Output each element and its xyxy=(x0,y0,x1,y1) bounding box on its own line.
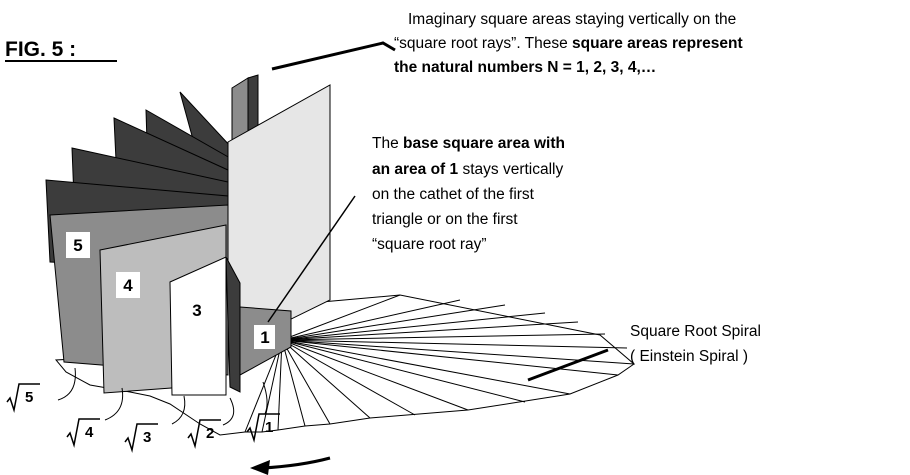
annotation-spiral-line-2: ( Einstein Spiral ) xyxy=(630,348,748,365)
annotation-middle-line-2: stays vertically xyxy=(458,161,563,178)
square-root-labels: 5 4 3 2 1 xyxy=(6,383,280,453)
square-label-3: 3 xyxy=(192,301,201,320)
label-box-4 xyxy=(116,272,140,298)
annotation-leaders xyxy=(267,41,609,382)
sqrt-5-value: 5 xyxy=(25,389,33,406)
annotation-spiral-line-1: Square Root Spiral xyxy=(630,323,761,340)
sqrt-3: 3 xyxy=(124,423,158,453)
svg-text:Imaginary square areas staying: Imaginary square areas staying verticall… xyxy=(408,11,736,28)
sqrt-2: 2 xyxy=(187,419,221,449)
annotation-middle-line-2-bold: an area of 1 xyxy=(372,161,459,178)
square-2 xyxy=(225,256,241,393)
annotation-top-line-1: Imaginary square areas staying verticall… xyxy=(408,11,736,28)
annotation-top-line-2: “square root rays”. These xyxy=(394,35,572,52)
square-label-4: 4 xyxy=(123,276,133,295)
root-leaders xyxy=(57,367,268,426)
annotation-middle-line-1-bold: base square area with xyxy=(403,135,565,152)
sqrt-3-value: 3 xyxy=(143,429,151,446)
sqrt-1: 1 xyxy=(246,413,280,443)
square-label-5: 5 xyxy=(73,236,82,255)
leader-base-square xyxy=(267,195,356,323)
sqrt-4-value: 4 xyxy=(85,424,94,441)
leader-spiral xyxy=(527,348,609,382)
sqrt-5: 5 xyxy=(6,383,40,413)
svg-text:The base square area with: The base square area with xyxy=(372,135,565,152)
annotation-top: Imaginary square areas staying verticall… xyxy=(394,11,743,76)
figure-label: FIG. 5 : xyxy=(5,38,76,61)
svg-text:“square root rays”. These squa: “square root rays”. These square areas r… xyxy=(394,35,743,52)
annotation-top-line-3: the natural numbers N = 1, 2, 3, 4,… xyxy=(394,59,656,76)
svg-text:an area of 1 stays vertically: an area of 1 stays vertically xyxy=(372,161,563,178)
square-number-labels: 5 4 3 1 xyxy=(66,232,275,349)
annotation-middle-line-3: on the cathet of the first xyxy=(372,186,535,203)
annotation-middle-line-4: triangle or on the first xyxy=(372,211,518,228)
sqrt-1-value: 1 xyxy=(265,419,273,436)
spiral-triangles xyxy=(54,294,635,436)
annotation-spiral: Square Root Spiral ( Einstein Spiral ) xyxy=(630,323,761,365)
rotation-arrow xyxy=(250,456,331,475)
sqrt-4: 4 xyxy=(66,418,100,448)
annotation-middle-line-1: The xyxy=(372,135,403,152)
annotation-middle-line-5: “square root ray” xyxy=(372,236,487,253)
label-box-1 xyxy=(254,325,275,349)
sqrt-2-value: 2 xyxy=(206,425,214,442)
annotation-top-line-2-bold: square areas represent xyxy=(572,35,743,52)
annotation-middle: The base square area with an area of 1 s… xyxy=(372,135,565,253)
label-box-5 xyxy=(66,232,90,258)
square-3 xyxy=(169,256,227,396)
leader-top-squares xyxy=(271,41,396,71)
square-label-1: 1 xyxy=(260,328,269,347)
spiral-rays xyxy=(244,294,635,433)
front-squares xyxy=(49,204,292,396)
